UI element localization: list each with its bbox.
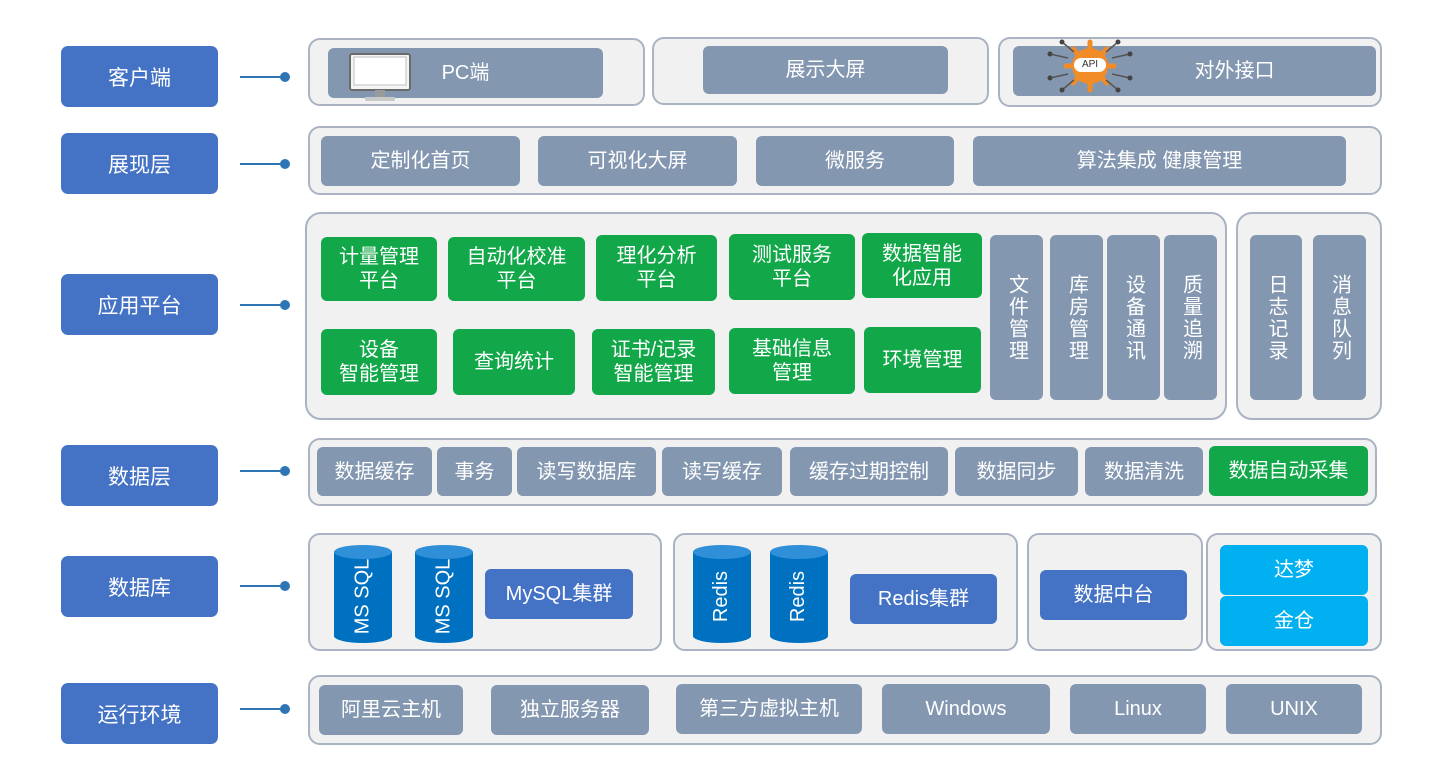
data-item-transaction: 事务 (437, 447, 512, 496)
presentation-item-visual-screen: 可视化大屏 (538, 136, 737, 186)
data-item-cache-expiry: 缓存过期控制 (790, 447, 948, 496)
app-message-queue-label: 消息队列 (1328, 273, 1351, 362)
runtime-dedicated-server: 独立服务器 (491, 685, 649, 735)
data-item-auto-collect: 数据自动采集 (1209, 446, 1368, 496)
connector-database (240, 580, 290, 592)
connector-client (240, 71, 290, 83)
presentation-item-custom-home: 定制化首页 (321, 136, 520, 186)
runtime-unix: UNIX (1226, 684, 1362, 734)
app-log-record-label: 日志记录 (1265, 273, 1287, 362)
database-cylinder-icon (693, 545, 751, 643)
database-cylinder-icon (334, 545, 392, 643)
mssql-label-2: MS SQL (432, 558, 455, 634)
connector-data-layer (240, 465, 290, 477)
runtime-windows: Windows (882, 684, 1050, 734)
layer-label-presentation: 展现层 (61, 133, 218, 194)
app-file-mgmt: 文件管理 (990, 235, 1043, 400)
redis-cylinder-2: Redis (769, 544, 829, 644)
redis-cluster-box: Redis集群 (850, 574, 997, 624)
mssql-cylinder-2: MS SQL (414, 544, 474, 644)
runtime-linux: Linux (1070, 684, 1206, 734)
app-certificate-record-mgmt: 证书/记录 智能管理 (592, 329, 715, 395)
connector-presentation (240, 158, 290, 170)
app-basic-info-mgmt: 基础信息 管理 (729, 328, 855, 394)
dameng-box: 达梦 (1220, 545, 1368, 595)
layer-label-database: 数据库 (61, 556, 218, 617)
runtime-third-party-vhost: 第三方虚拟主机 (676, 684, 862, 734)
app-auto-calibration-platform: 自动化校准 平台 (448, 237, 585, 301)
app-device-smart-mgmt: 设备 智能管理 (321, 329, 437, 395)
data-item-rw-cache: 读写缓存 (662, 447, 782, 496)
database-cylinder-icon (770, 545, 828, 643)
redis-label-2: Redis (787, 570, 810, 622)
app-quality-trace: 质量追溯 (1164, 235, 1217, 400)
data-item-rw-db: 读写数据库 (517, 447, 656, 496)
api-badge: API (1073, 57, 1107, 73)
presentation-item-algorithm-health: 算法集成 健康管理 (973, 136, 1346, 186)
layer-label-app-platform: 应用平台 (61, 274, 218, 335)
app-query-statistics: 查询统计 (453, 329, 575, 395)
runtime-aliyun-host: 阿里云主机 (319, 685, 463, 735)
app-test-service-platform: 测试服务 平台 (729, 234, 855, 300)
mssql-cylinder-1: MS SQL (333, 544, 393, 644)
app-device-comm: 设备通讯 (1107, 235, 1160, 400)
presentation-item-microservice: 微服务 (756, 136, 954, 186)
app-physicochemical-platform: 理化分析 平台 (596, 235, 717, 301)
big-screen-box: 展示大屏 (703, 46, 948, 94)
app-quality-trace-label: 质量追溯 (1179, 273, 1202, 362)
app-log-record: 日志记录 (1250, 235, 1302, 400)
big-screen-label: 展示大屏 (785, 59, 866, 81)
database-cylinder-icon (415, 545, 473, 643)
mysql-cluster-box: MySQL集群 (485, 569, 633, 619)
mssql-label-1: MS SQL (351, 558, 374, 634)
connector-runtime (240, 703, 290, 715)
app-file-mgmt-label: 文件管理 (1005, 273, 1028, 362)
data-item-cleaning: 数据清洗 (1085, 447, 1203, 496)
data-item-sync: 数据同步 (955, 447, 1078, 496)
app-warehouse-mgmt-label: 库房管理 (1065, 273, 1088, 362)
app-metering-platform: 计量管理 平台 (321, 237, 437, 301)
redis-label-1: Redis (710, 570, 733, 622)
pc-label: PC端 (441, 62, 490, 84)
app-message-queue: 消息队列 (1313, 235, 1366, 400)
connector-app-platform (240, 299, 290, 311)
app-environment-mgmt: 环境管理 (864, 327, 981, 393)
app-warehouse-mgmt: 库房管理 (1050, 235, 1103, 400)
layer-label-runtime: 运行环境 (61, 683, 218, 744)
monitor-icon (349, 53, 411, 101)
data-middle-platform-box: 数据中台 (1040, 570, 1187, 620)
data-item-cache: 数据缓存 (317, 447, 432, 496)
app-data-intelligence: 数据智能 化应用 (862, 233, 982, 298)
app-device-comm-label: 设备通讯 (1122, 273, 1145, 362)
external-api-label: 对外接口 (1194, 60, 1275, 82)
jincang-box: 金仓 (1220, 596, 1368, 646)
redis-cylinder-1: Redis (692, 544, 752, 644)
layer-label-client: 客户端 (61, 46, 218, 107)
layer-label-data-layer: 数据层 (61, 445, 218, 506)
